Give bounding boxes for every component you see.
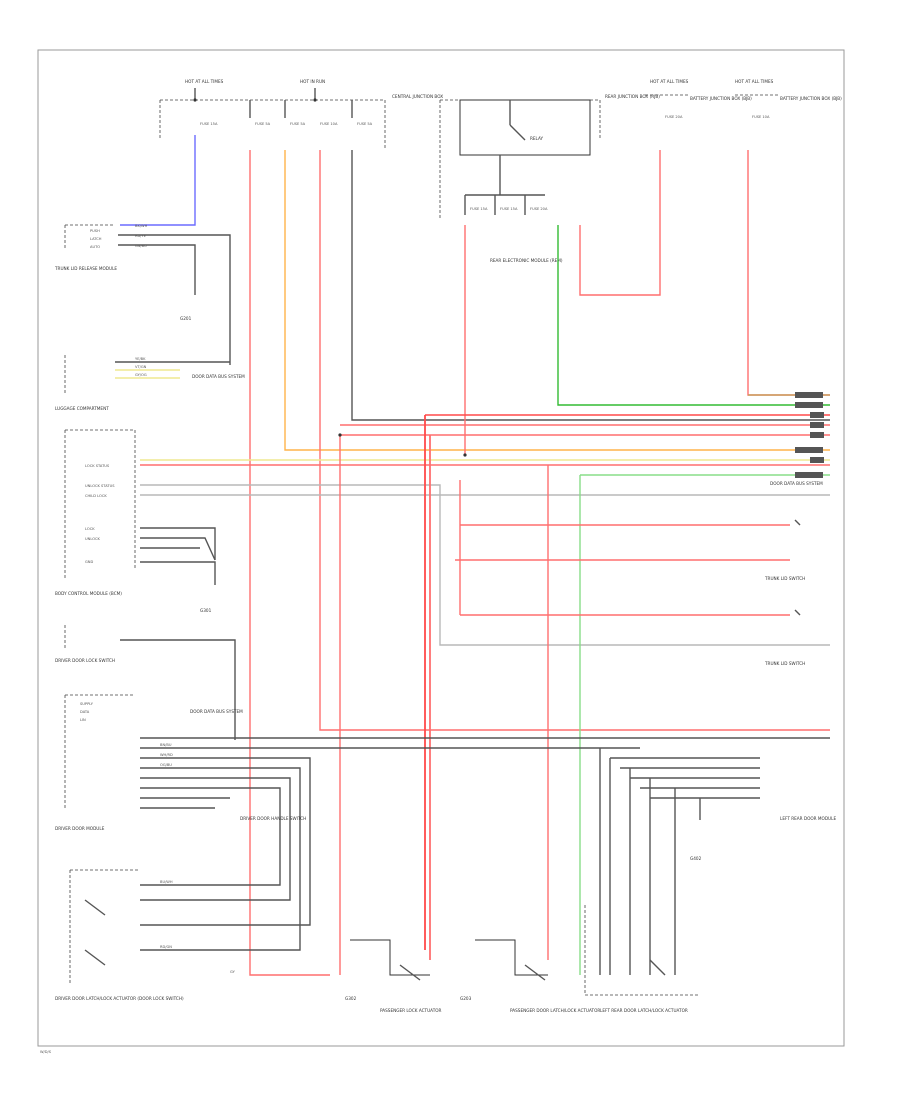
fuse-label-f: FUSE 15A <box>470 207 488 211</box>
fuse-label-g: FUSE 15A <box>500 207 518 211</box>
pin-child-lock: CHILD LOCK <box>85 494 107 498</box>
wire-color-10: BU/WH <box>160 880 173 884</box>
right-side-modules: TRUNK LID SWITCH TRUNK LID SWITCH LEFT R… <box>584 519 836 1013</box>
footer-code: W/D/S <box>40 1050 52 1054</box>
fuse-label-d: FUSE 10A <box>320 122 338 126</box>
pin-auto: AUTO <box>90 245 100 249</box>
wire-color-8: WH/RD <box>160 753 173 757</box>
battery-junction-box-2: HOT AT ALL TIMES BATTERY JUNCTION BOX (B… <box>735 79 842 119</box>
fuse-label-e: FUSE 5A <box>357 122 373 126</box>
pin-data: DATA <box>80 710 90 714</box>
main-harness <box>140 414 830 975</box>
fuse-label-i: FUSE 20A <box>665 115 683 119</box>
rjb-label: REAR JUNCTION BOX (RJB) <box>605 94 660 99</box>
trunk-lid-module: PUSH LATCH AUTO TRUNK LID RELEASE MODULE… <box>54 224 231 365</box>
pin-push: PUSH <box>90 229 100 233</box>
feed-label-3: HOT AT ALL TIMES <box>650 79 689 84</box>
pass-lock-1-label: PASSENGER LOCK ACTUATOR <box>380 1008 442 1013</box>
pin-lin: LIN <box>80 718 86 722</box>
ddh-label: DRIVER DOOR HANDLE SWITCH <box>240 816 306 821</box>
rem-label: REAR ELECTRONIC MODULE (REM) <box>490 258 563 263</box>
body-control-module: LOCK STATUS UNLOCK STATUS CHILD LOCK LOC… <box>55 429 216 613</box>
bjb2-label: BATTERY JUNCTION BOX (BJB) <box>780 96 842 101</box>
wire-color-11: RD/GN <box>160 945 172 949</box>
trunk-switch-label-1: TRUNK LID SWITCH <box>764 576 805 581</box>
passenger-actuators: G302 PASSENGER LOCK ACTUATOR G203 PASSEN… <box>345 939 600 1013</box>
pin-unlock: UNLOCK <box>85 537 101 541</box>
feed-label-4: HOT AT ALL TIMES <box>735 79 774 84</box>
bjb1-label: BATTERY JUNCTION BOX (BJB) <box>690 96 752 101</box>
lrdm-label: LEFT REAR DOOR MODULE <box>780 816 836 821</box>
diagram-frame <box>37 49 845 1047</box>
ground-5-label: G402 <box>690 856 702 861</box>
wire-color-6: GY/OG <box>135 373 147 377</box>
wire-color-3: GN/BU <box>135 244 147 248</box>
luggage-compartment: LUGGAGE COMPARTMENT YE/BK VT/GN GY/OG DO… <box>55 355 245 411</box>
ground-4-label: G203 <box>460 996 472 1001</box>
pin-gnd: GND <box>85 560 93 564</box>
rear-junction-box: REAR JUNCTION BOX (RJB) RELAY FUSE 15A F… <box>439 94 660 263</box>
door-data-bus-label: DOOR DATA BUS SYSTEM <box>770 481 823 486</box>
luggage-label: LUGGAGE COMPARTMENT <box>55 406 109 411</box>
ground-3-label: G302 <box>345 996 357 1001</box>
wire-color-9: OG/BU <box>160 763 172 767</box>
rjb-main-label: RELAY <box>530 136 544 141</box>
fuse-label-h: FUSE 20A <box>530 207 548 211</box>
data-bus-left-label: DOOR DATA BUS SYSTEM <box>192 374 245 379</box>
ddm-label: DRIVER DOOR MODULE <box>55 826 105 831</box>
feed-label-2: HOT IN RUN <box>300 79 325 84</box>
ground-2-label: G301 <box>200 608 212 613</box>
central-junction-box: HOT AT ALL TIMES HOT IN RUN CENTRAL JUNC… <box>159 79 443 148</box>
fuse-label-c: FUSE 5A <box>290 122 306 126</box>
driver-door-lock-switch: DRIVER DOOR LOCK SWITCH <box>55 625 236 740</box>
fuse-label-b: FUSE 5A <box>255 122 271 126</box>
bcm-label: BODY CONTROL MODULE (BCM) <box>55 591 122 596</box>
pin-lock: LOCK <box>85 527 95 531</box>
wire-color-4: YE/BK <box>135 357 146 361</box>
fuse-label-a: FUSE 15A <box>200 122 218 126</box>
wire-color-2: RD/YE <box>135 234 147 238</box>
ddls-label: DRIVER DOOR LOCK SWITCH <box>55 658 115 663</box>
right-connectors: DOOR DATA BUS SYSTEM <box>770 392 824 486</box>
trunk-switch-label-2: TRUNK LID SWITCH <box>764 661 805 666</box>
cjb-label: CENTRAL JUNCTION BOX <box>392 94 443 99</box>
wire-color-12: GY <box>230 970 236 974</box>
pin-unlock-status: UNLOCK STATUS <box>85 484 115 488</box>
wire-color-5: VT/GN <box>135 365 147 369</box>
driver-door-module: SUPPLY DATA LIN DOOR DATA BUS SYSTEM DRI… <box>55 694 830 951</box>
lrla-label: LEFT REAR DOOR LATCH/LOCK ACTUATOR <box>600 1008 688 1013</box>
ground-1-label: G201 <box>180 316 192 321</box>
wire-color-1: BK/WH <box>135 224 148 228</box>
wire-color-7: BN/BU <box>160 743 172 747</box>
ddla-label: DRIVER DOOR LATCH/LOCK ACTUATOR (DOOR LO… <box>55 996 184 1001</box>
pin-supply: SUPPLY <box>80 702 94 706</box>
ddm-bus-label: DOOR DATA BUS SYSTEM <box>190 709 243 714</box>
pass-lock-2-label: PASSENGER DOOR LATCH/LOCK ACTUATOR <box>510 1008 600 1013</box>
vertical-feeds <box>120 135 830 976</box>
trunk-module-label: TRUNK LID RELEASE MODULE <box>54 266 117 271</box>
battery-junction-box-1: HOT AT ALL TIMES BATTERY JUNCTION BOX (B… <box>645 79 752 119</box>
pin-lock-status: LOCK STATUS <box>85 464 110 468</box>
feed-label-1: HOT AT ALL TIMES <box>185 79 224 84</box>
driver-door-lock-actuator: DRIVER DOOR LATCH/LOCK ACTUATOR (DOOR LO… <box>55 869 236 1001</box>
pin-latch: LATCH <box>90 237 102 241</box>
fuse-label-j: FUSE 10A <box>752 115 770 119</box>
